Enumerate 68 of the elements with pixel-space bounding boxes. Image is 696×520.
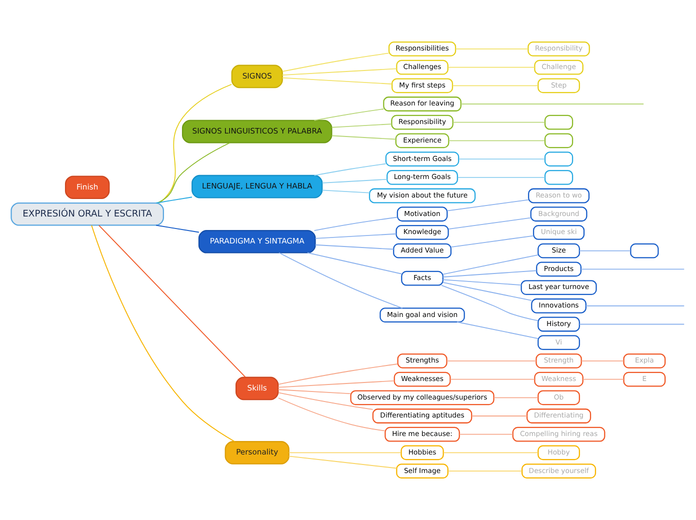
connector — [442, 282, 532, 301]
connector — [443, 452, 538, 454]
connector — [493, 397, 538, 398]
connector — [331, 135, 396, 140]
connector — [442, 270, 537, 278]
connector — [278, 389, 352, 394]
connector — [314, 163, 386, 176]
connector — [314, 244, 394, 250]
connector — [452, 85, 539, 86]
connector — [278, 364, 398, 385]
connector — [580, 268, 685, 270]
connector — [455, 48, 529, 50]
connector — [331, 124, 392, 128]
connector — [282, 77, 392, 84]
node-box: LENGUAJE, LENGUA Y HABLA — [192, 174, 323, 198]
node-box — [544, 170, 574, 185]
connector — [98, 224, 246, 378]
connector — [288, 452, 402, 454]
connector — [459, 434, 514, 435]
node-box — [544, 133, 574, 148]
node-box: EXPRESIÓN ORAL Y ESCRITA — [10, 202, 164, 226]
connector — [322, 178, 388, 184]
connector — [446, 199, 529, 212]
connector — [458, 158, 546, 160]
connector — [448, 66, 536, 68]
connector — [450, 378, 536, 380]
connector — [579, 324, 685, 325]
connector — [442, 254, 538, 275]
connector — [322, 190, 370, 194]
node-box — [544, 152, 574, 167]
connector — [156, 224, 200, 233]
connector — [282, 68, 398, 76]
connector — [314, 216, 398, 231]
connector — [586, 305, 685, 306]
node-box: SIGNOS LINGUISTICOS Y PALABRA — [182, 120, 332, 144]
connector — [306, 252, 402, 274]
node-box: Finish — [64, 176, 110, 200]
connector — [448, 217, 532, 230]
connector — [446, 360, 537, 362]
node-box: Skills — [236, 376, 279, 400]
connector — [450, 235, 534, 248]
connector — [278, 380, 395, 388]
connector — [157, 142, 230, 204]
connector — [91, 224, 236, 442]
connector — [288, 456, 398, 469]
connector — [282, 52, 390, 72]
connector — [278, 392, 374, 410]
connector — [441, 284, 538, 322]
node-box: SIGNOS — [231, 64, 283, 88]
connector — [448, 470, 522, 472]
connector — [452, 122, 546, 123]
connector — [159, 84, 232, 204]
connector — [580, 360, 624, 362]
connector — [314, 108, 384, 121]
connector — [457, 176, 546, 178]
connector — [579, 250, 631, 252]
node-box — [544, 114, 574, 130]
node-box: PARADIGMA Y SINTAGMA — [198, 230, 316, 254]
connector — [278, 252, 403, 309]
connector — [442, 279, 522, 286]
connector — [456, 322, 538, 339]
connector — [582, 378, 624, 380]
node-box: Personality — [224, 441, 290, 464]
connector — [156, 196, 192, 204]
connector — [448, 140, 546, 142]
node-box — [630, 243, 659, 258]
connector — [314, 233, 397, 239]
connector — [278, 398, 386, 432]
